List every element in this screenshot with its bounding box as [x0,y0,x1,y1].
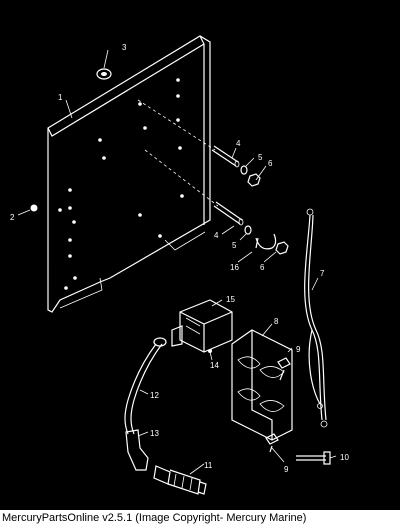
callout-9-lower: 9 [284,465,289,474]
screw [296,451,331,465]
callout-10: 10 [340,453,349,462]
callout-12: 12 [150,391,159,400]
leader-lines [17,49,337,475]
callout-15: 15 [226,295,235,304]
callout-11: 11 [204,461,213,470]
callout-4-upper: 4 [236,139,241,148]
callout-5-upper: 5 [258,153,263,162]
switch-box [231,329,293,441]
spark-plug-boot [125,429,149,471]
callout-5-lower: 5 [232,241,237,250]
callout-1: 1 [58,93,63,102]
exploded-parts-diagram: 3 1 2 4 5 6 4 5 16 6 7 8 9 15 14 12 13 9… [10,35,349,495]
washer-lower [244,225,252,235]
nut-2 [30,204,38,212]
spark-plug [153,465,207,495]
callout-4-lower: 4 [214,231,219,240]
copyright-footer: MercuryPartsOnline v2.5.1 (Image Copyrig… [0,510,400,526]
washer-upper [240,165,248,175]
callout-13: 13 [150,429,159,438]
ground-wire [304,208,328,428]
nut-lower [275,241,289,255]
callout-8: 8 [274,317,279,326]
nut-upper [247,173,261,187]
callout-14: 14 [210,361,219,370]
grommet [96,68,112,80]
callout-6-upper: 6 [268,159,273,168]
clip-upper [277,357,291,381]
callout-7: 7 [320,269,325,278]
ignition-coil [171,299,233,353]
stud-lower [213,201,244,226]
callout-6-lower: 6 [260,263,265,272]
callout-9-upper: 9 [296,345,301,354]
high-tension-lead [124,337,167,435]
callout-2: 2 [10,213,15,222]
mounting-plate [47,35,211,313]
callout-3: 3 [122,43,127,52]
stud-upper [211,145,240,168]
cable-clamp [255,233,277,250]
clip-lower [265,433,279,453]
callout-16: 16 [230,263,239,272]
